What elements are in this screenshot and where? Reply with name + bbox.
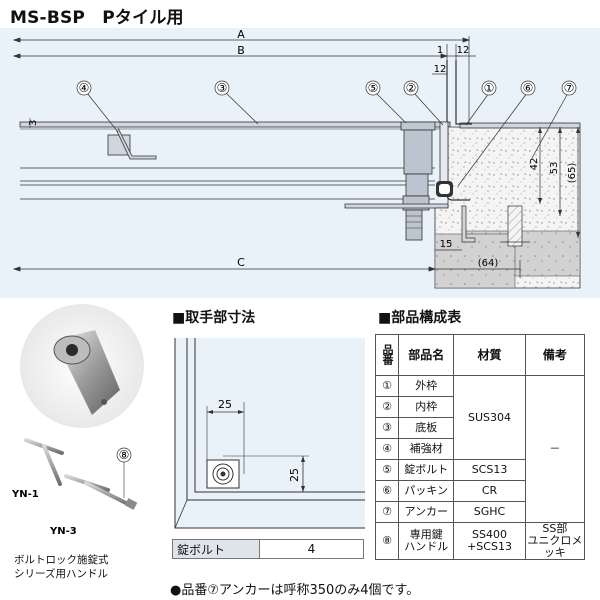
handle-yn3 [64, 474, 138, 510]
merged-material: SUS304 [453, 375, 526, 460]
bolt-table-value: 4 [259, 539, 364, 559]
callout-1: ① [484, 81, 495, 95]
bolt-head-detail [206, 459, 240, 489]
callout-4: ④ [79, 81, 90, 95]
dim-12b-label: 12 [434, 64, 447, 75]
table-row: ⑥ パッキン CR [374, 480, 585, 502]
header-no: 品番 [374, 334, 400, 376]
callout-6: ⑥ [523, 81, 534, 95]
dim-C [12, 266, 437, 272]
table-row: ③ 底板 [374, 417, 585, 439]
cover-plate [19, 118, 451, 130]
parts-table-heading: ■部品構成表 [378, 310, 462, 326]
dim-A [12, 37, 471, 43]
reinforcement-bracket [107, 127, 157, 160]
callout-5: ⑤ [368, 81, 379, 95]
callout-2: ② [406, 81, 417, 95]
dim-B [12, 53, 449, 59]
page-title: MS-BSP Pタイル用 [10, 8, 184, 28]
handle-callout-8: ⑧ [119, 448, 130, 462]
packing [436, 181, 453, 197]
table-row: ① 外枠 SUS304 － [374, 375, 586, 523]
handle-caption-line1: ボルトロック施錠式 [14, 554, 109, 566]
bolt-table-label: 錠ボルト [172, 539, 260, 559]
table-row: ⑧ 専用鍵 ハンドル SS400 +SCS13 SS部 ユニクロメッキ [374, 522, 586, 560]
section-view-diagram: A B 1 12 12 3 42 53 (65) 15 C (64) ④ ③ ⑤… [0, 28, 600, 298]
dim-B-label: B [237, 44, 245, 57]
handle-caption: ボルトロック施錠式 シリーズ用ハンドル [14, 553, 109, 581]
anchor [461, 205, 530, 247]
table-row: ⑦ アンカー SGHC [374, 501, 585, 523]
dim-15-label: 15 [440, 239, 453, 250]
parts-table: 品番 部品名 材質 備考 ① 外枠 SUS304 － ② 内枠 ③ 底板 ④ 補… [374, 334, 586, 560]
handle-photo-svg: ⑧ YN-1 YN-3 [11, 304, 144, 537]
bolt-table: 錠ボルト 4 [172, 539, 364, 559]
dim-C-label: C [237, 256, 245, 269]
dim-A-label: A [237, 28, 245, 41]
footnote: ●品番⑦アンカーは呼称350のみ4個です。 [170, 583, 420, 598]
handle-dim-vertical: 25 [288, 468, 301, 482]
label-yn3: YN-3 [49, 526, 77, 537]
dim-65-label: (65) [567, 163, 578, 184]
dim-12a-label: 12 [457, 45, 470, 56]
handle-dimensions-heading: ■取手部寸法 [172, 310, 256, 326]
label-yn1: YN-1 [11, 489, 39, 500]
handle-yn1 [24, 438, 64, 486]
merged-note: － [524, 375, 586, 523]
header-material: 材質 [453, 334, 526, 376]
header-note: 備考 [524, 334, 586, 376]
dim-1-label: 1 [437, 45, 443, 56]
section-view-svg: A B 1 12 12 3 42 53 (65) 15 C (64) ④ ③ ⑤… [12, 28, 581, 289]
handle-dimension-drawing: 25 25 [165, 330, 365, 535]
callout-7: ⑦ [564, 81, 575, 95]
dim-53-label: 53 [549, 162, 560, 175]
dim-3-label: 3 [28, 120, 39, 126]
handle-photo-area: ⑧ YN-1 YN-3 ボルトロック施錠式 シリーズ用ハンドル [0, 300, 165, 600]
dim-64-label: (64) [478, 258, 499, 269]
dim-42-label: 42 [529, 158, 540, 171]
handle-dim-horizontal: 25 [218, 398, 232, 411]
callout-3: ③ [217, 81, 228, 95]
header-name: 部品名 [398, 334, 455, 376]
handle-caption-line2: シリーズ用ハンドル [14, 568, 108, 580]
